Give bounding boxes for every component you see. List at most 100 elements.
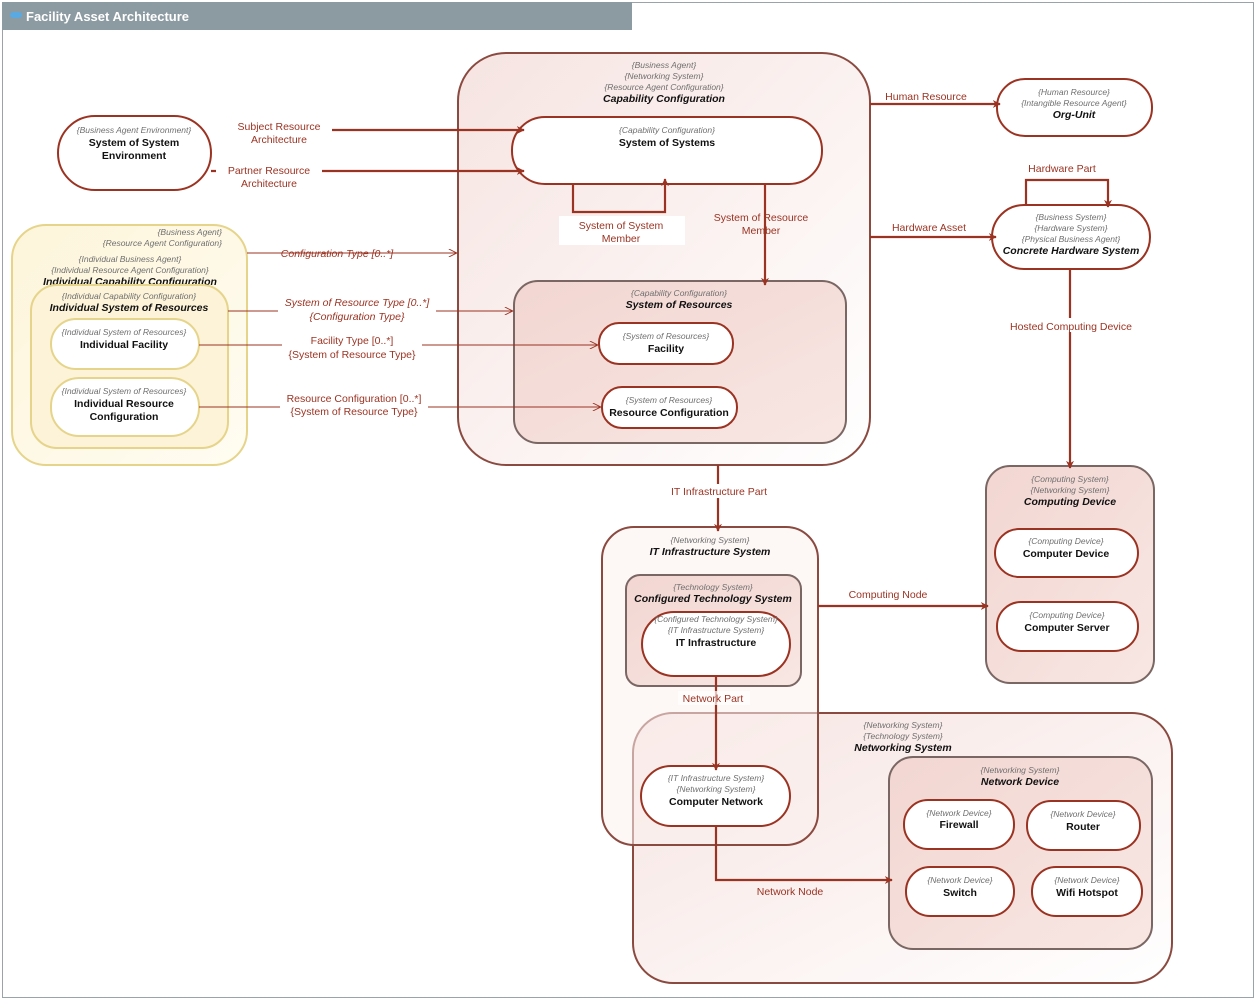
computer-server-stereotype: {Computing Device} xyxy=(1029,610,1104,620)
computer-network-node[interactable]: {IT Infrastructure System} {Networking S… xyxy=(640,765,791,827)
sor-type-label-2: {Configuration Type} xyxy=(310,311,405,323)
network-device-stereotype: {Networking System} xyxy=(981,765,1060,775)
computing-device-stereotype-1: {Computing System} xyxy=(1031,474,1109,484)
concrete-hardware-system-node[interactable]: {Business System} {Hardware System} {Phy… xyxy=(991,204,1151,270)
org-unit-node[interactable]: {Human Resource} {Intangible Resource Ag… xyxy=(996,78,1153,137)
facility-stereotype: {System of Resources} xyxy=(623,331,710,341)
ind-sor-name: Individual System of Resources xyxy=(50,302,209,314)
ind-res-config-name-1: Individual Resource xyxy=(74,398,174,410)
router-stereotype: {Network Device} xyxy=(1050,809,1115,819)
sor-name: System of Resources xyxy=(626,299,733,311)
subject-label-bg xyxy=(224,118,332,148)
sos-env-name-2: Environment xyxy=(102,150,167,162)
it-infra-system-name: IT Infrastructure System xyxy=(650,546,771,558)
sos-member-label-1: System of System xyxy=(579,220,664,232)
router-name: Router xyxy=(1066,821,1100,833)
hardware-asset-label: Hardware Asset xyxy=(892,222,966,234)
individual-resource-configuration-node[interactable]: {Individual System of Resources} Individ… xyxy=(50,377,200,437)
partner-resource-label-2: Architecture xyxy=(241,178,297,190)
partner-label-bg xyxy=(216,163,322,193)
firewall-name: Firewall xyxy=(939,819,978,831)
individual-facility-node[interactable]: {Individual System of Resources} Individ… xyxy=(50,318,200,370)
sor-type-label-1: System of Resource Type [0..*] xyxy=(285,297,431,309)
sos-stereotype: {Capability Configuration} xyxy=(619,125,715,135)
it-infra-part-label-bg xyxy=(662,484,776,498)
facility-type-label-bg xyxy=(282,332,422,360)
diagram-title-bar: Facility Asset Architecture xyxy=(2,2,632,30)
res-config-name: Resource Configuration xyxy=(609,407,729,419)
ind-sor-stereotype: {Individual Capability Configuration} xyxy=(62,291,196,301)
computer-server-name: Computer Server xyxy=(1024,622,1109,634)
res-config-type-label-1: Resource Configuration [0..*] xyxy=(287,393,422,405)
network-node-label: Network Node xyxy=(757,886,824,898)
res-config-stereotype: {System of Resources} xyxy=(626,395,713,405)
human-resource-label: Human Resource xyxy=(885,91,967,103)
facility-node[interactable]: {System of Resources} Facility xyxy=(598,322,734,365)
facility-type-label-2: {System of Resource Type} xyxy=(288,349,416,361)
config-type-label: Configuration Type [0..*] xyxy=(281,248,395,260)
wifi-name: Wifi Hotspot xyxy=(1056,887,1118,899)
wifi-hotspot-node[interactable]: {Network Device} Wifi Hotspot xyxy=(1031,866,1143,917)
network-part-label-bg xyxy=(678,691,750,705)
system-of-system-environment-node[interactable]: {Business Agent Environment} System of S… xyxy=(57,115,212,191)
sos-member-label-2: Member xyxy=(602,233,641,245)
hardware-part-label: Hardware Part xyxy=(1028,163,1096,175)
concrete-hw-stereotype-1: {Business System} xyxy=(1036,212,1107,222)
switch-stereotype: {Network Device} xyxy=(927,875,992,885)
cap-config-stereotype-3: {Resource Agent Configuration} xyxy=(604,82,723,92)
ind-res-config-stereotype: {Individual System of Resources} xyxy=(62,386,187,396)
it-infra-stereotype-2: {IT Infrastructure System} xyxy=(668,625,765,635)
diagram-title: Facility Asset Architecture xyxy=(26,9,190,24)
sor-type-label-bg xyxy=(278,295,436,323)
network-device-container[interactable]: {Networking System} Network Device xyxy=(888,756,1153,950)
network-node-arrow[interactable] xyxy=(714,826,893,884)
org-unit-stereotype-2: {Intangible Resource Agent} xyxy=(1021,98,1127,108)
ind-cap-stereotype-1: {Business Agent} xyxy=(158,227,223,237)
computer-network-stereotype-1: {IT Infrastructure System} xyxy=(668,773,765,783)
sor-stereotype: {Capability Configuration} xyxy=(631,288,727,298)
it-infra-stereotype-1: {Configured Technology System} xyxy=(654,614,778,624)
sos-env-name-1: System of System xyxy=(89,137,179,149)
org-unit-stereotype-1: {Human Resource} xyxy=(1038,87,1110,97)
ind-facility-name: Individual Facility xyxy=(80,339,168,351)
sor-member-label-2: Member xyxy=(742,225,781,237)
switch-node[interactable]: {Network Device} Switch xyxy=(905,866,1015,917)
computing-device-stereotype-2: {Networking System} xyxy=(1031,485,1110,495)
hosted-label-bg xyxy=(1000,318,1140,332)
switch-name: Switch xyxy=(943,887,977,899)
concrete-hw-name: Concrete Hardware System xyxy=(1003,245,1140,257)
hosted-computing-label: Hosted Computing Device xyxy=(1010,321,1132,333)
computing-device-name: Computing Device xyxy=(1024,496,1116,508)
computer-network-name: Computer Network xyxy=(669,796,763,808)
concrete-hw-stereotype-2: {Hardware System} xyxy=(1034,223,1107,233)
it-infrastructure-node[interactable]: {Configured Technology System} {IT Infra… xyxy=(641,611,791,677)
firewall-node[interactable]: {Network Device} Firewall xyxy=(903,799,1015,850)
sos-member-label-bg xyxy=(559,216,685,245)
sos-env-stereotype: {Business Agent Environment} xyxy=(77,125,192,135)
res-config-type-label-bg xyxy=(280,391,428,419)
network-part-label: Network Part xyxy=(683,693,744,705)
ind-cap-stereotype-4: {Individual Resource Agent Configuration… xyxy=(51,265,209,275)
cap-config-stereotype-2: {Networking System} xyxy=(625,71,704,81)
resource-configuration-node[interactable]: {System of Resources} Resource Configura… xyxy=(601,386,738,429)
conf-tech-stereotype: {Technology System} xyxy=(673,582,753,592)
hardware-part-arrow[interactable] xyxy=(1024,178,1112,208)
computer-server-node[interactable]: {Computing Device} Computer Server xyxy=(996,601,1139,652)
org-unit-name: Org-Unit xyxy=(1053,109,1096,121)
ind-facility-stereotype: {Individual System of Resources} xyxy=(62,327,187,337)
sos-member-arrow[interactable] xyxy=(571,178,669,214)
router-node[interactable]: {Network Device} Router xyxy=(1026,800,1141,851)
conf-tech-name: Configured Technology System xyxy=(634,593,792,605)
networking-system-name: Networking System xyxy=(854,742,951,754)
subject-resource-label-1: Subject Resource xyxy=(238,121,321,133)
subject-resource-label-2: Architecture xyxy=(251,134,307,146)
system-of-systems-node[interactable]: {Capability Configuration} System of Sys… xyxy=(511,116,823,185)
partner-resource-label-1: Partner Resource xyxy=(228,165,310,177)
computer-device-stereotype: {Computing Device} xyxy=(1028,536,1103,546)
it-infra-system-stereotype: {Networking System} xyxy=(671,535,750,545)
wifi-stereotype: {Network Device} xyxy=(1054,875,1119,885)
network-device-name: Network Device xyxy=(981,776,1059,788)
networking-system-stereotype-1: {Networking System} xyxy=(864,720,943,730)
computer-device-node[interactable]: {Computing Device} Computer Device xyxy=(994,528,1139,578)
